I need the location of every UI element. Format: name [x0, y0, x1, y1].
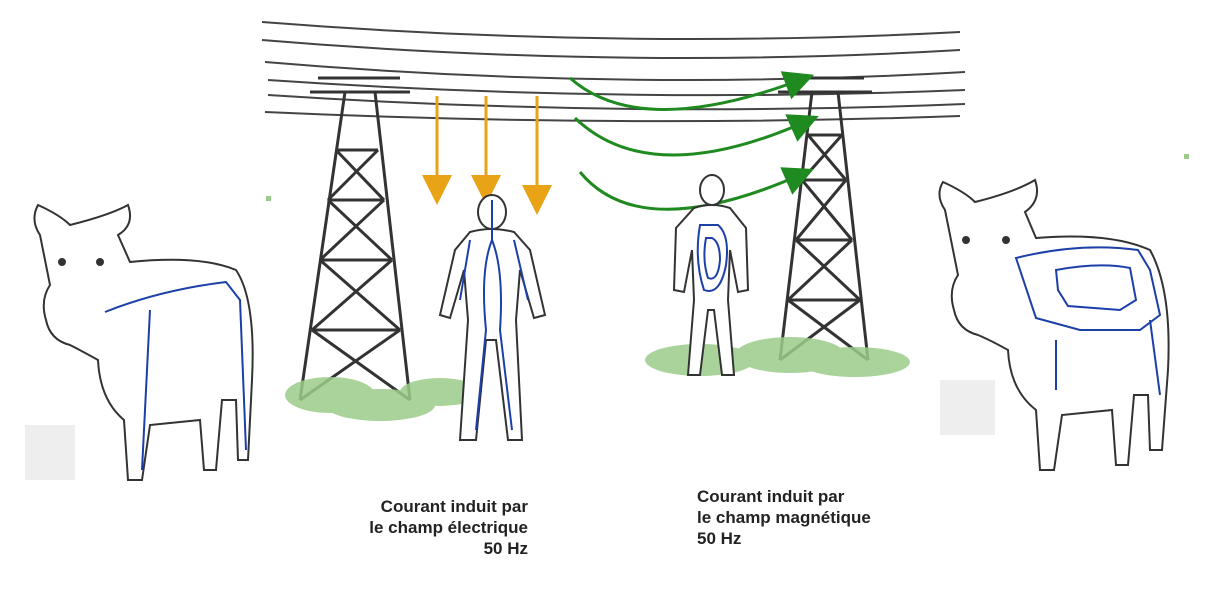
- magnetic-caption-line1: Courant induit par: [697, 487, 845, 506]
- magnetic-caption-line3: 50 Hz: [697, 529, 742, 548]
- right-cow-induced-current: [1014, 246, 1162, 396]
- decorative-mark: [1184, 154, 1189, 159]
- magnetic-field-arrows: [569, 71, 819, 211]
- right-cow-icon: [938, 178, 1170, 471]
- magnetic-field-caption: Courant induit par le champ magnétique 5…: [697, 486, 967, 549]
- electric-caption-line2: le champ électrique: [369, 518, 528, 537]
- electric-caption-line1: Courant induit par: [380, 497, 528, 516]
- decorative-mark: [266, 196, 271, 201]
- magnetic-caption-line2: le champ magnétique: [697, 508, 871, 527]
- right-cow-base-shadow: [940, 380, 995, 435]
- left-person-induced-current: [459, 200, 529, 431]
- electric-field-caption: Courant induit par le champ électrique 5…: [300, 496, 528, 559]
- left-cow-base-shadow: [25, 425, 75, 480]
- left-person-icon: [438, 194, 547, 441]
- power-cables: [261, 21, 966, 123]
- left-cow-induced-current: [104, 280, 247, 471]
- electric-field-arrows: [422, 96, 552, 215]
- electric-caption-line3: 50 Hz: [483, 539, 528, 558]
- left-pylon-icon: [298, 76, 412, 402]
- right-person-induced-current: [696, 224, 728, 292]
- left-cow-icon: [33, 203, 254, 481]
